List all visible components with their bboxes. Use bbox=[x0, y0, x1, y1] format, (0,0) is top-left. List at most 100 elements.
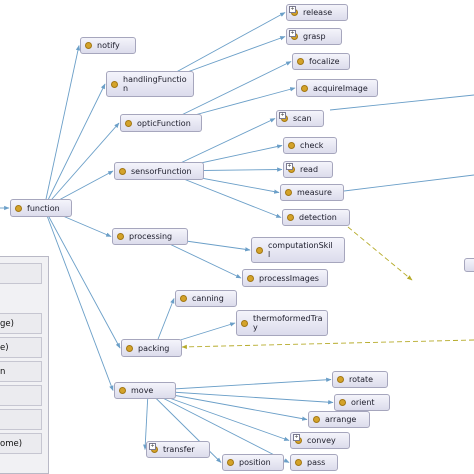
class-node-detection[interactable]: detection bbox=[282, 209, 350, 226]
class-node-handlingfunction[interactable]: handlingFunctio n bbox=[106, 71, 194, 97]
dashed-edge-detection bbox=[347, 226, 413, 281]
edge-function-packing bbox=[43, 207, 121, 349]
expand-icon[interactable]: + bbox=[286, 163, 293, 170]
class-node-opticfunction[interactable]: opticFunction bbox=[120, 114, 202, 132]
class-dot-icon bbox=[256, 246, 263, 254]
class-dot-icon bbox=[287, 214, 294, 221]
class-node-check[interactable]: check bbox=[283, 137, 337, 154]
class-dot-icon bbox=[241, 319, 248, 327]
class-node-arrange[interactable]: arrange bbox=[308, 411, 370, 428]
expand-icon[interactable]: + bbox=[289, 6, 296, 13]
class-dot-icon bbox=[126, 344, 133, 352]
class-dot-icon bbox=[337, 376, 344, 383]
class-node-read[interactable]: + read bbox=[283, 161, 333, 178]
class-dot-icon bbox=[297, 58, 304, 65]
class-dot-icon bbox=[227, 459, 234, 466]
dashed-edge-packing bbox=[181, 339, 474, 350]
class-dot-icon bbox=[285, 189, 292, 196]
class-node-move[interactable]: move bbox=[114, 382, 176, 399]
node-label: sensorFunction bbox=[131, 166, 192, 176]
panel-row[interactable] bbox=[0, 409, 42, 430]
class-node-release[interactable]: +release bbox=[286, 4, 348, 21]
node-label: scan bbox=[293, 114, 312, 123]
class-dot-icon bbox=[85, 42, 92, 49]
class-node-sensorfunction[interactable]: sensorFunction bbox=[114, 162, 204, 180]
class-dot-icon bbox=[339, 399, 346, 406]
node-label: rotate bbox=[349, 375, 374, 384]
node-label: arrange bbox=[325, 415, 357, 424]
class-dot-icon bbox=[180, 295, 187, 302]
edge-function-opticfunction bbox=[43, 122, 120, 209]
panel-row[interactable]: e) bbox=[0, 337, 42, 358]
class-node-acquireimage[interactable]: acquireImage bbox=[296, 79, 378, 97]
node-label: notify bbox=[97, 41, 120, 50]
class-dot-icon bbox=[295, 459, 302, 466]
class-node-grasp[interactable]: +grasp bbox=[286, 28, 342, 45]
panel-row[interactable] bbox=[0, 385, 42, 406]
node-label: handlingFunctio n bbox=[123, 75, 187, 93]
node-label: convey bbox=[307, 436, 336, 445]
node-label: orient bbox=[351, 398, 375, 407]
class-dot-icon bbox=[119, 387, 126, 394]
edge-move-rotate bbox=[148, 377, 332, 391]
class-node-function[interactable]: function bbox=[10, 199, 72, 217]
node-label: function bbox=[27, 203, 60, 213]
panel-row[interactable] bbox=[0, 263, 42, 284]
node-label: read bbox=[300, 165, 319, 174]
node-label: measure bbox=[297, 188, 332, 197]
node-label: pass bbox=[307, 458, 326, 467]
class-dot-icon bbox=[125, 119, 132, 127]
class-node-scan[interactable]: + scan bbox=[276, 110, 324, 127]
edge-offscreen-1 bbox=[335, 174, 474, 193]
edge-opticfunction-focalize bbox=[164, 61, 292, 124]
node-label: transfer bbox=[163, 445, 195, 454]
class-dot-icon bbox=[288, 142, 295, 149]
class-node-rotate[interactable]: rotate bbox=[332, 371, 388, 388]
class-dot-icon bbox=[301, 84, 308, 92]
class-node-notify[interactable]: notify bbox=[80, 37, 136, 54]
class-node-focalize[interactable]: focalize bbox=[292, 53, 350, 70]
panel-row[interactable]: n bbox=[0, 361, 42, 382]
node-label: detection bbox=[299, 213, 337, 222]
node-label: thermoformedTra y bbox=[253, 314, 323, 332]
edge-move-orient bbox=[148, 390, 334, 405]
class-node-pass[interactable]: pass bbox=[290, 454, 338, 471]
class-dot-icon bbox=[247, 274, 254, 282]
expand-icon[interactable]: + bbox=[279, 112, 286, 119]
node-label: packing bbox=[138, 343, 170, 353]
node-label: computationSkil l bbox=[268, 241, 333, 259]
edge-function-handlingfunction bbox=[43, 83, 106, 209]
node-label: opticFunction bbox=[137, 118, 191, 128]
class-node-position[interactable]: position bbox=[222, 454, 284, 471]
class-node-computationskill[interactable]: computationSkil l bbox=[251, 237, 345, 263]
class-node-orient[interactable]: orient bbox=[334, 394, 390, 411]
class-node-thermoformedtray[interactable]: thermoformedTra y bbox=[236, 310, 328, 336]
offscreen-node-stub[interactable] bbox=[464, 258, 474, 272]
edge-function-notify bbox=[43, 44, 81, 209]
node-label: canning bbox=[192, 294, 224, 303]
class-node-processing[interactable]: processing bbox=[112, 228, 188, 245]
class-dot-icon bbox=[313, 416, 320, 423]
class-node-canning[interactable]: canning bbox=[175, 290, 237, 307]
edge-function-move bbox=[43, 207, 114, 392]
node-label: check bbox=[300, 141, 324, 150]
panel-row-label: ome) bbox=[0, 438, 23, 449]
panel-row[interactable]: ome) bbox=[0, 433, 42, 454]
class-node-transfer[interactable]: + transfer bbox=[146, 441, 210, 458]
class-node-convey[interactable]: + convey bbox=[290, 432, 350, 449]
edge-move-transfer bbox=[143, 390, 149, 451]
expand-icon[interactable]: + bbox=[149, 443, 156, 450]
side-panel: ge) e) n ome) bbox=[0, 256, 49, 474]
node-label: acquireImage bbox=[313, 83, 368, 93]
panel-row-label: e) bbox=[0, 342, 9, 353]
expand-icon[interactable]: + bbox=[289, 30, 296, 37]
panel-row-label: n bbox=[0, 366, 6, 377]
panel-row[interactable]: ge) bbox=[0, 313, 42, 334]
class-dot-icon bbox=[111, 80, 118, 88]
expand-icon[interactable]: + bbox=[293, 434, 300, 441]
class-node-packing[interactable]: packing bbox=[121, 339, 182, 357]
class-dot-icon bbox=[117, 233, 124, 240]
class-node-measure[interactable]: measure bbox=[280, 184, 344, 201]
node-label: processImages bbox=[259, 273, 319, 283]
class-node-processimages[interactable]: processImages bbox=[242, 269, 328, 287]
